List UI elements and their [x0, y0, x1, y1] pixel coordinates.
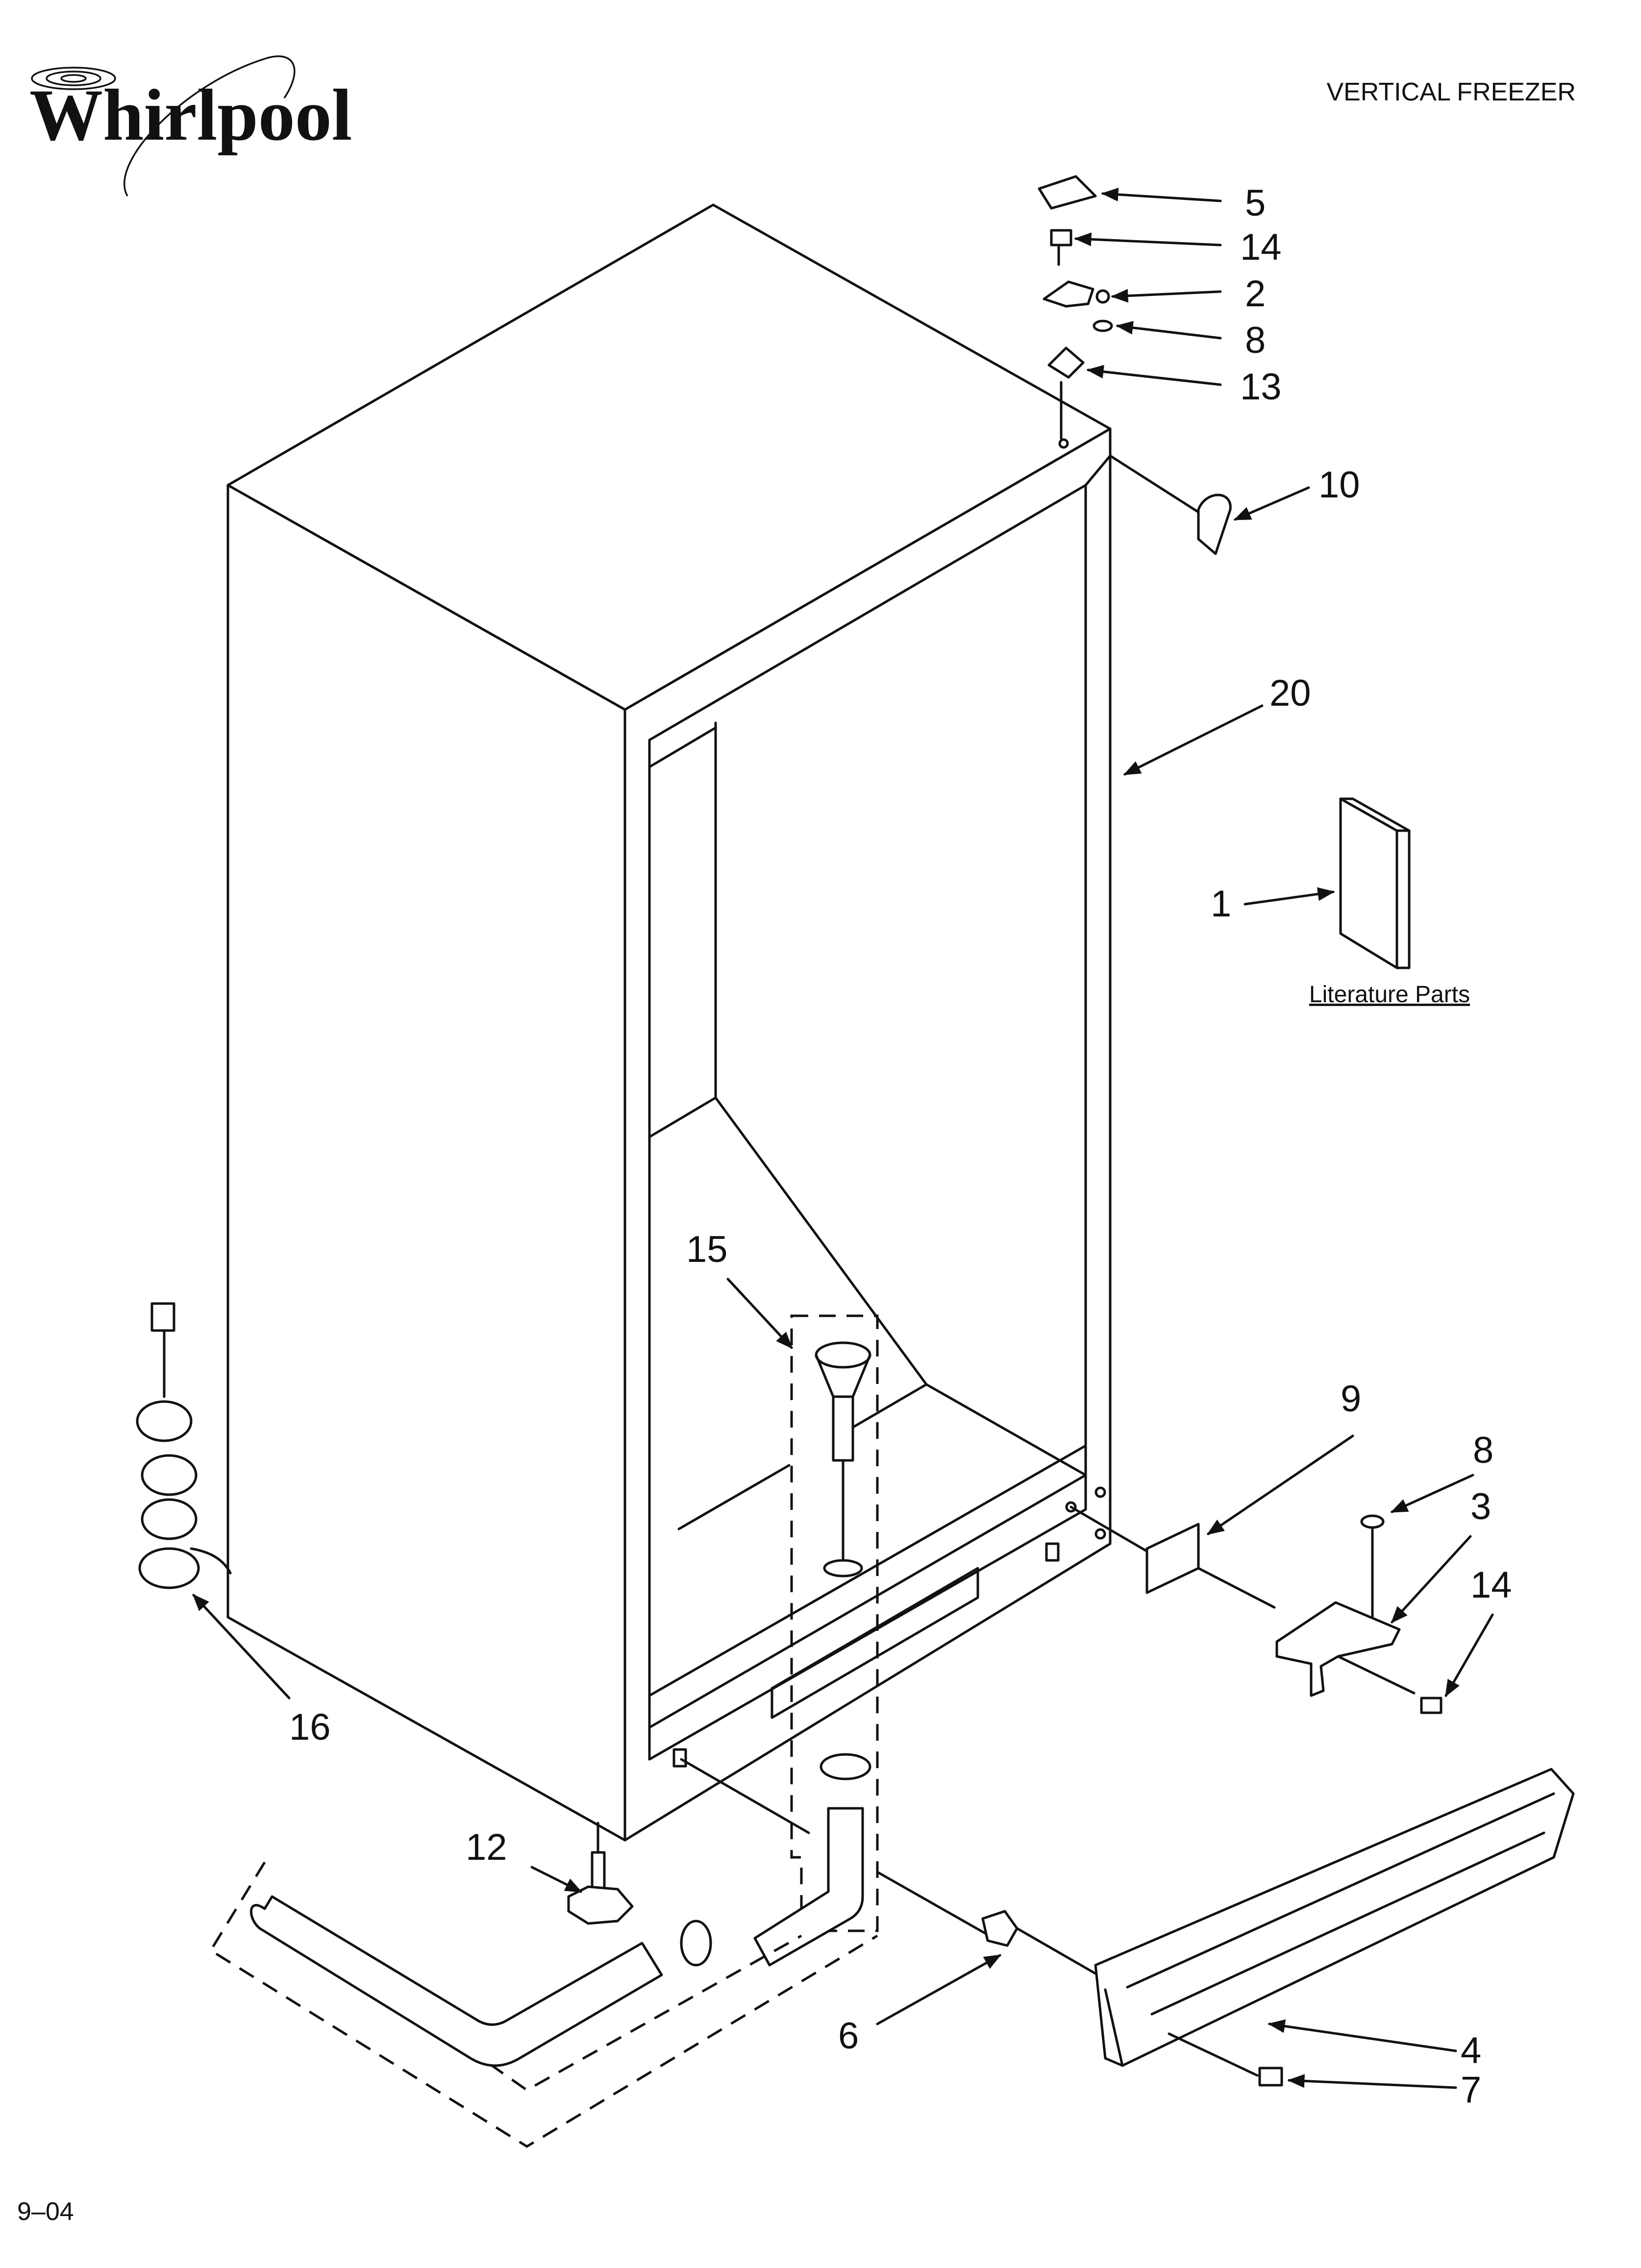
literature-pack: Literature Parts: [1309, 797, 1470, 1008]
drain-elbow-icon: [753, 1807, 864, 1967]
base-grille-assembly: [680, 1758, 1575, 2087]
lower-breaker: [648, 1444, 1087, 1761]
callout-4: 4: [1461, 2030, 1481, 2071]
drain-funnel-icon: [815, 1341, 871, 1369]
callout-5: 5: [1245, 182, 1266, 224]
callout-16: 16: [289, 1706, 331, 1748]
lower-hinge-icon: [1275, 1601, 1401, 1697]
hinge-shim-icon: [1047, 346, 1085, 379]
washer-icon: [1360, 1514, 1385, 1529]
callout-2: 2: [1245, 273, 1266, 315]
callout-7: 7: [1461, 2069, 1481, 2111]
hinge-cover-icon: [1038, 175, 1097, 210]
hinge-bracket-icon: [1043, 280, 1094, 308]
callout-labels: 5 14 2 8 13 10 20 1 15 9 8 3 14 16 12 6 …: [289, 182, 1512, 2111]
cabinet: [226, 203, 1112, 1842]
door-stop: [1109, 454, 1232, 555]
door-stop-icon: [1197, 493, 1232, 555]
date-code: 9–04: [17, 2197, 74, 2226]
diagram-title: VERTICAL FREEZER: [1326, 78, 1576, 106]
callout-10: 10: [1318, 464, 1360, 506]
whirlpool-logo: Whirlpool: [29, 55, 352, 197]
hinge-plate-icon: [1145, 1523, 1200, 1594]
leader-arrows: [192, 187, 1494, 2089]
top-hinge-assembly: [1038, 175, 1113, 440]
callout-1: 1: [1211, 883, 1231, 925]
leveling-leg: [567, 1822, 634, 1925]
hinge-screw-icon: [1050, 229, 1072, 247]
callout-13: 13: [1240, 366, 1282, 408]
drain-assembly: [209, 1314, 879, 2148]
leveling-foot-icon: [567, 1885, 634, 1925]
cabinet-side: [226, 484, 626, 1842]
callout-15: 15: [686, 1229, 728, 1270]
base-grille-icon: [1094, 1768, 1575, 2067]
callout-12: 12: [466, 1826, 507, 1868]
literature-book-icon: [1339, 797, 1398, 969]
bottom-hinge-assembly: [1069, 1505, 1442, 1714]
grille-clip-icon: [981, 1910, 1019, 1947]
brand-wordmark: Whirlpool: [29, 74, 352, 156]
plug-icon: [150, 1302, 175, 1332]
vent-slot: [771, 1567, 979, 1719]
callout-9: 9: [1341, 1378, 1361, 1420]
callout-20: 20: [1269, 672, 1311, 714]
callout-14: 14: [1470, 1564, 1512, 1606]
callout-6: 6: [838, 2015, 859, 2057]
callout-8: 8: [1473, 1430, 1493, 1471]
callout-3: 3: [1470, 1486, 1491, 1528]
washer-icon: [1093, 320, 1113, 332]
clamp-icon: [820, 1753, 871, 1780]
literature-label: Literature Parts: [1309, 982, 1470, 1008]
callout-8: 8: [1245, 320, 1266, 361]
hinge-screw-icon: [1420, 1697, 1442, 1714]
grille-screw-icon: [1258, 2067, 1283, 2087]
callout-14: 14: [1240, 226, 1282, 268]
drain-hose-icon: [249, 1895, 663, 2067]
power-cord: [136, 1302, 232, 1589]
hose-clamp-icon: [680, 1920, 712, 1967]
